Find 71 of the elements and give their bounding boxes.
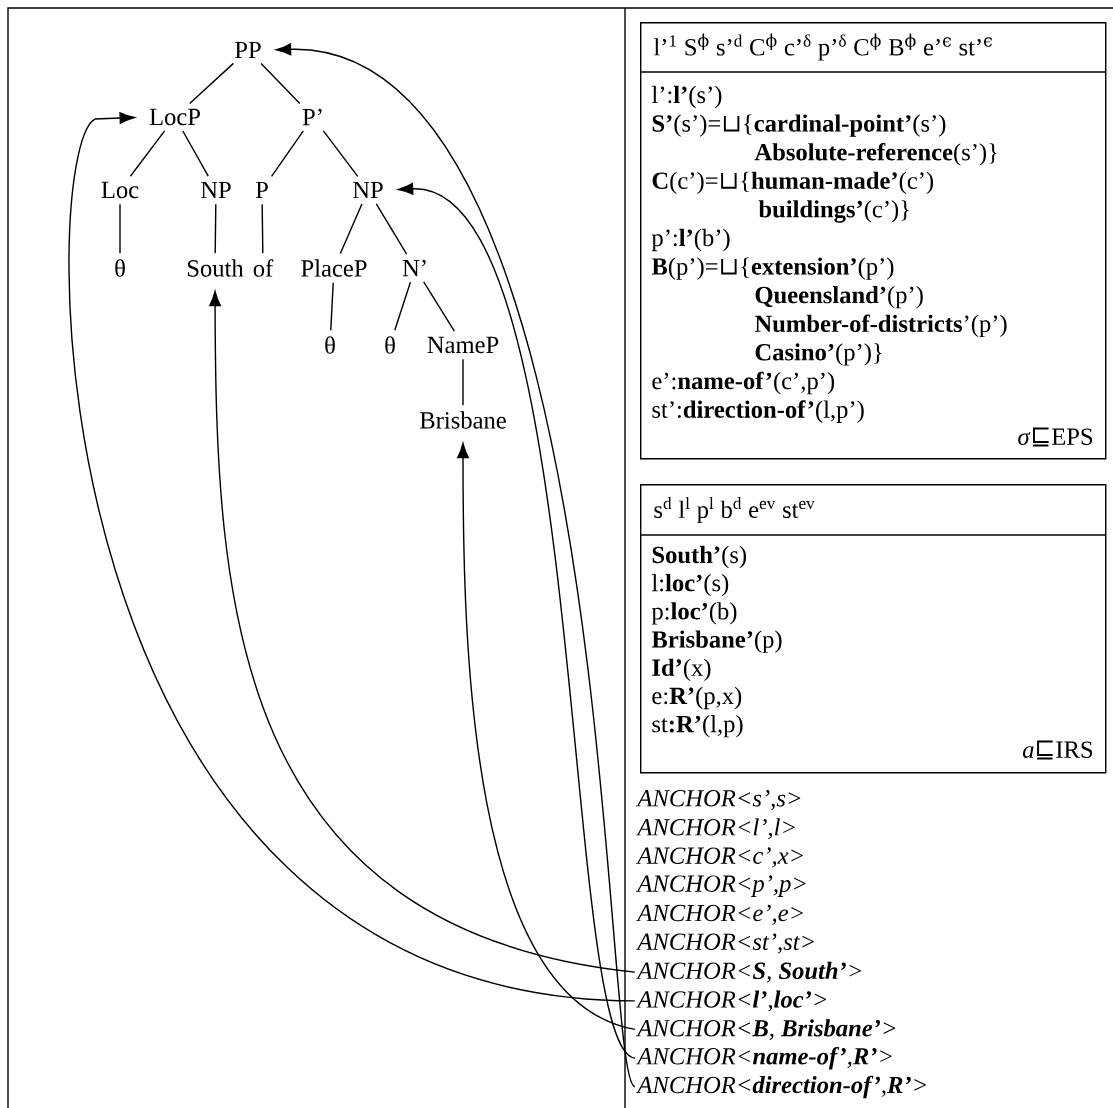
- tree-branch: [422, 281, 456, 332]
- anchor-statement: ANCHOR<l’,loc’>: [636, 990, 827, 1012]
- tree-branch: [214, 203, 217, 254]
- tree-branch: [119, 203, 121, 254]
- tree-node-label: LocP: [149, 108, 200, 126]
- anchor-statement: ANCHOR<B, Brisbane’>: [636, 1019, 896, 1041]
- tree-branch: [339, 203, 363, 255]
- formula-line: e’:name-of’(c’,p’): [652, 371, 835, 395]
- tree-branch: [462, 358, 464, 406]
- tree-node-label: Brisbane: [420, 411, 506, 429]
- tree-node-label: Loc: [101, 181, 139, 199]
- anchor-arrow: [457, 442, 636, 1031]
- tree-branch: [189, 62, 235, 105]
- formula-line: Queensland’(p’): [755, 286, 923, 309]
- anchor-arrow: [68, 112, 636, 1002]
- tree-node-label: PlaceP: [301, 259, 367, 277]
- tree-branch: [270, 130, 305, 177]
- anchor-statement: ANCHOR<c’,x>: [636, 847, 803, 868]
- tree-node-label: θ: [115, 259, 125, 277]
- tree-branch: [330, 282, 334, 331]
- tree-branch: [182, 130, 209, 177]
- anchor-statement: ANCHOR<direction-of’,R’>: [636, 1075, 926, 1099]
- anchor-statement: ANCHOR<S, South’>: [636, 961, 862, 983]
- formula-line: l:loc’(s): [651, 574, 729, 597]
- anchor-statement: ANCHOR<p’,p>: [636, 875, 806, 897]
- box-tag: σ⊑EPS: [1018, 427, 1093, 447]
- tree-branch: [375, 203, 408, 255]
- box-header: l’$^{1}$ S$^{ϕ}$ s’$^{d}$ C$^{ϕ}$ c’$^{δ}$ p’$^{δ}$ C$^{ϕ}$ B$^{ϕ}$ e’$^{ϵ}$ st’$^{ϵ}$: [653, 33, 992, 61]
- formula-line: Casino’(p’)}: [755, 343, 882, 366]
- anchor-statement: ANCHOR<st’,st>: [636, 933, 814, 954]
- anchor-arrow: [397, 182, 636, 1059]
- tree-node-label: NP: [201, 181, 231, 199]
- formula-line: e:R’(p,x): [652, 686, 742, 710]
- anchor-arrow: [275, 43, 636, 1088]
- tree-node-label: PP: [235, 41, 261, 59]
- formula-line: buildings’(c’)}: [758, 200, 909, 223]
- tree-node-label: θ: [325, 336, 335, 354]
- tree-node-label: NP: [353, 181, 383, 199]
- formula-line: South’(s): [652, 545, 746, 569]
- box-tag: a⊑IRS: [1022, 740, 1093, 760]
- formula-line: Id’(x): [652, 658, 711, 681]
- formula-line: st:R’(l,p): [652, 715, 743, 738]
- tree-node-label: θ: [385, 336, 395, 354]
- anchor-statement: ANCHOR<name-of’,R’>: [636, 1047, 892, 1070]
- tree-branch: [394, 281, 412, 331]
- formula-line: p:loc’(b): [651, 602, 737, 625]
- formula-line: C(c’)=⊔{human-made’(c’): [652, 171, 934, 194]
- formula-line: Number-of-districts’(p’): [754, 314, 1007, 338]
- formula-line: l’:l’(s’): [651, 85, 722, 109]
- formula-line: p’:l’(b’): [651, 228, 730, 252]
- formula-line: Brisbane’(p): [651, 630, 782, 653]
- tree-branch: [260, 62, 301, 105]
- formula-line: st’:direction-of’(l,p’): [652, 400, 864, 423]
- tree-branch: [261, 203, 264, 254]
- anchor-statement: ANCHOR<e’,e>: [636, 904, 803, 925]
- formula-box: [639, 484, 1107, 774]
- tree-branch: [129, 130, 166, 177]
- box-header: s$^{d}$ l$^{l}$ p$^{l}$ b$^{d}$ e$^{ev}$ st$^{ev}$: [654, 497, 815, 523]
- tree-node-label: South: [187, 259, 244, 277]
- tree-node-label: P’: [302, 108, 322, 126]
- tree-node-label: N’: [402, 259, 426, 277]
- tree-node-label: NameP: [427, 336, 499, 354]
- formula-line: B(p’)=⊔{extension’(p’): [651, 257, 894, 280]
- tree-branch: [322, 130, 359, 178]
- tree-node-label: of: [253, 259, 274, 277]
- formula-line: S’(s’)=⊔{cardinal-point’(s’): [652, 114, 946, 137]
- tree-node-label: P: [255, 181, 268, 199]
- formula-line: Absolute-reference(s’)}: [754, 142, 997, 166]
- formula-box: [639, 22, 1107, 460]
- anchor-arrow: [209, 290, 636, 973]
- anchor-statement: ANCHOR<l’,l>: [636, 818, 795, 840]
